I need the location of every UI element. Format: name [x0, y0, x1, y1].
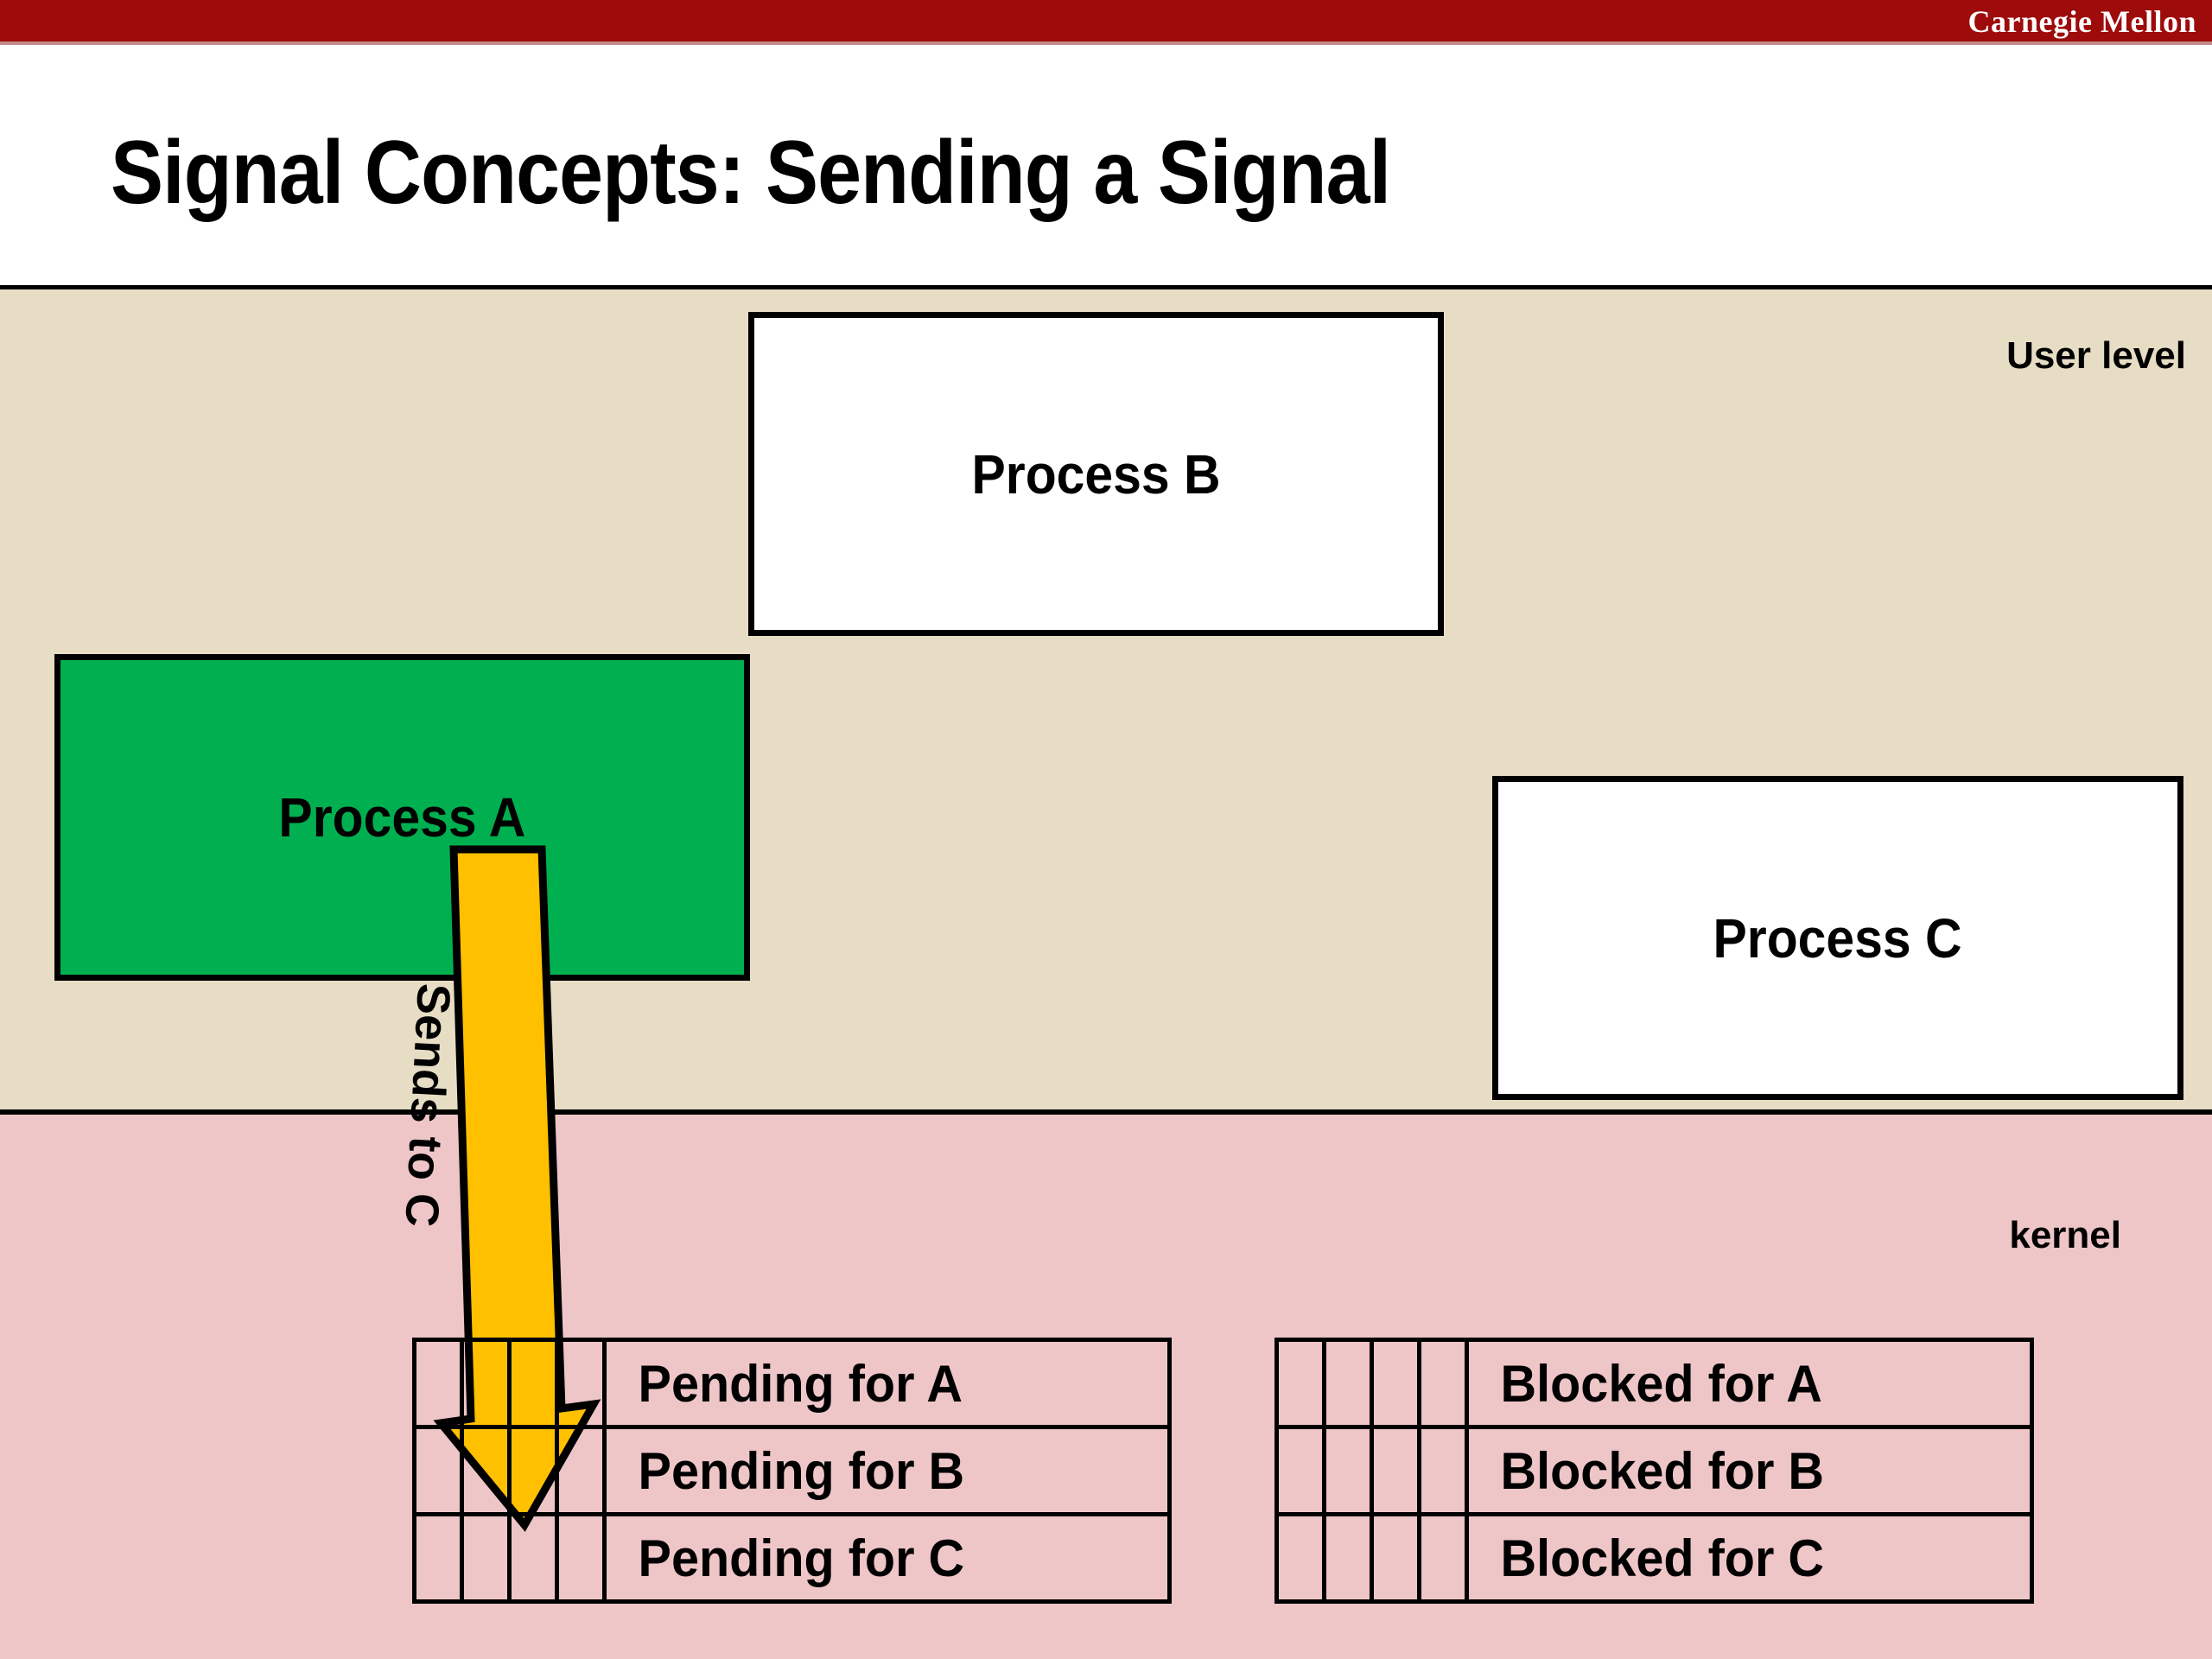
blocked-a-bit-0 [1274, 1338, 1326, 1429]
pending-b-bit-3 [555, 1425, 607, 1516]
blocked-b-label: Blocked for B [1476, 1425, 2023, 1516]
blocked-a-label: Blocked for A [1476, 1338, 2023, 1429]
blocked-c-label: Blocked for C [1476, 1512, 2023, 1604]
pending-b-bit-2 [507, 1425, 559, 1516]
blocked-a-bit-1 [1322, 1338, 1374, 1429]
blocked-b-bit-3 [1417, 1425, 1469, 1516]
pending-a-bit-0 [412, 1338, 464, 1429]
table-row: Pending for B [412, 1425, 1170, 1516]
header-bar: Carnegie Mellon [0, 0, 2212, 45]
carnegie-mellon-logo-text: Carnegie Mellon [1967, 4, 2196, 39]
process-a-box: Process A [54, 654, 750, 981]
process-b-box: Process B [748, 312, 1444, 636]
blocked-a-bit-3 [1417, 1338, 1469, 1429]
pending-c-bit-3 [555, 1512, 607, 1604]
pending-c-bit-1 [460, 1512, 512, 1604]
pending-b-bit-1 [460, 1425, 512, 1516]
process-b-label: Process B [971, 442, 1221, 505]
pending-signals-table: Pending for A Pending for B Pending for … [412, 1338, 1172, 1604]
blocked-b-bit-1 [1322, 1425, 1374, 1516]
pending-c-bit-0 [412, 1512, 464, 1604]
pending-a-bit-1 [460, 1338, 512, 1429]
pending-b-bit-0 [412, 1425, 464, 1516]
page-title: Signal Concepts: Sending a Signal [111, 123, 1391, 223]
process-c-box: Process C [1492, 776, 2183, 1100]
pending-c-label: Pending for C [613, 1512, 1160, 1604]
table-row: Blocked for B [1274, 1425, 2032, 1516]
table-row: Blocked for A [1274, 1338, 2032, 1429]
table-row: Pending for A [412, 1338, 1170, 1429]
pending-a-bit-3 [555, 1338, 607, 1429]
blocked-c-bit-3 [1417, 1512, 1469, 1604]
pending-c-bit-2 [507, 1512, 559, 1604]
table-row: Blocked for C [1274, 1512, 2032, 1604]
pending-b-label: Pending for B [613, 1425, 1160, 1516]
user-level-label: User level [2006, 334, 2186, 377]
kernel-label: kernel [2009, 1214, 2121, 1256]
process-a-label: Process A [278, 786, 526, 849]
process-c-label: Process C [1713, 906, 1963, 969]
blocked-c-bit-2 [1370, 1512, 1421, 1604]
blocked-b-bit-0 [1274, 1425, 1326, 1516]
blocked-c-bit-1 [1322, 1512, 1374, 1604]
pending-a-bit-2 [507, 1338, 559, 1429]
blocked-c-bit-0 [1274, 1512, 1326, 1604]
blocked-b-bit-2 [1370, 1425, 1421, 1516]
blocked-signals-table: Blocked for A Blocked for B Blocked for … [1274, 1338, 2034, 1604]
pending-a-label: Pending for A [613, 1338, 1160, 1429]
blocked-a-bit-2 [1370, 1338, 1421, 1429]
table-row: Pending for C [412, 1512, 1170, 1604]
